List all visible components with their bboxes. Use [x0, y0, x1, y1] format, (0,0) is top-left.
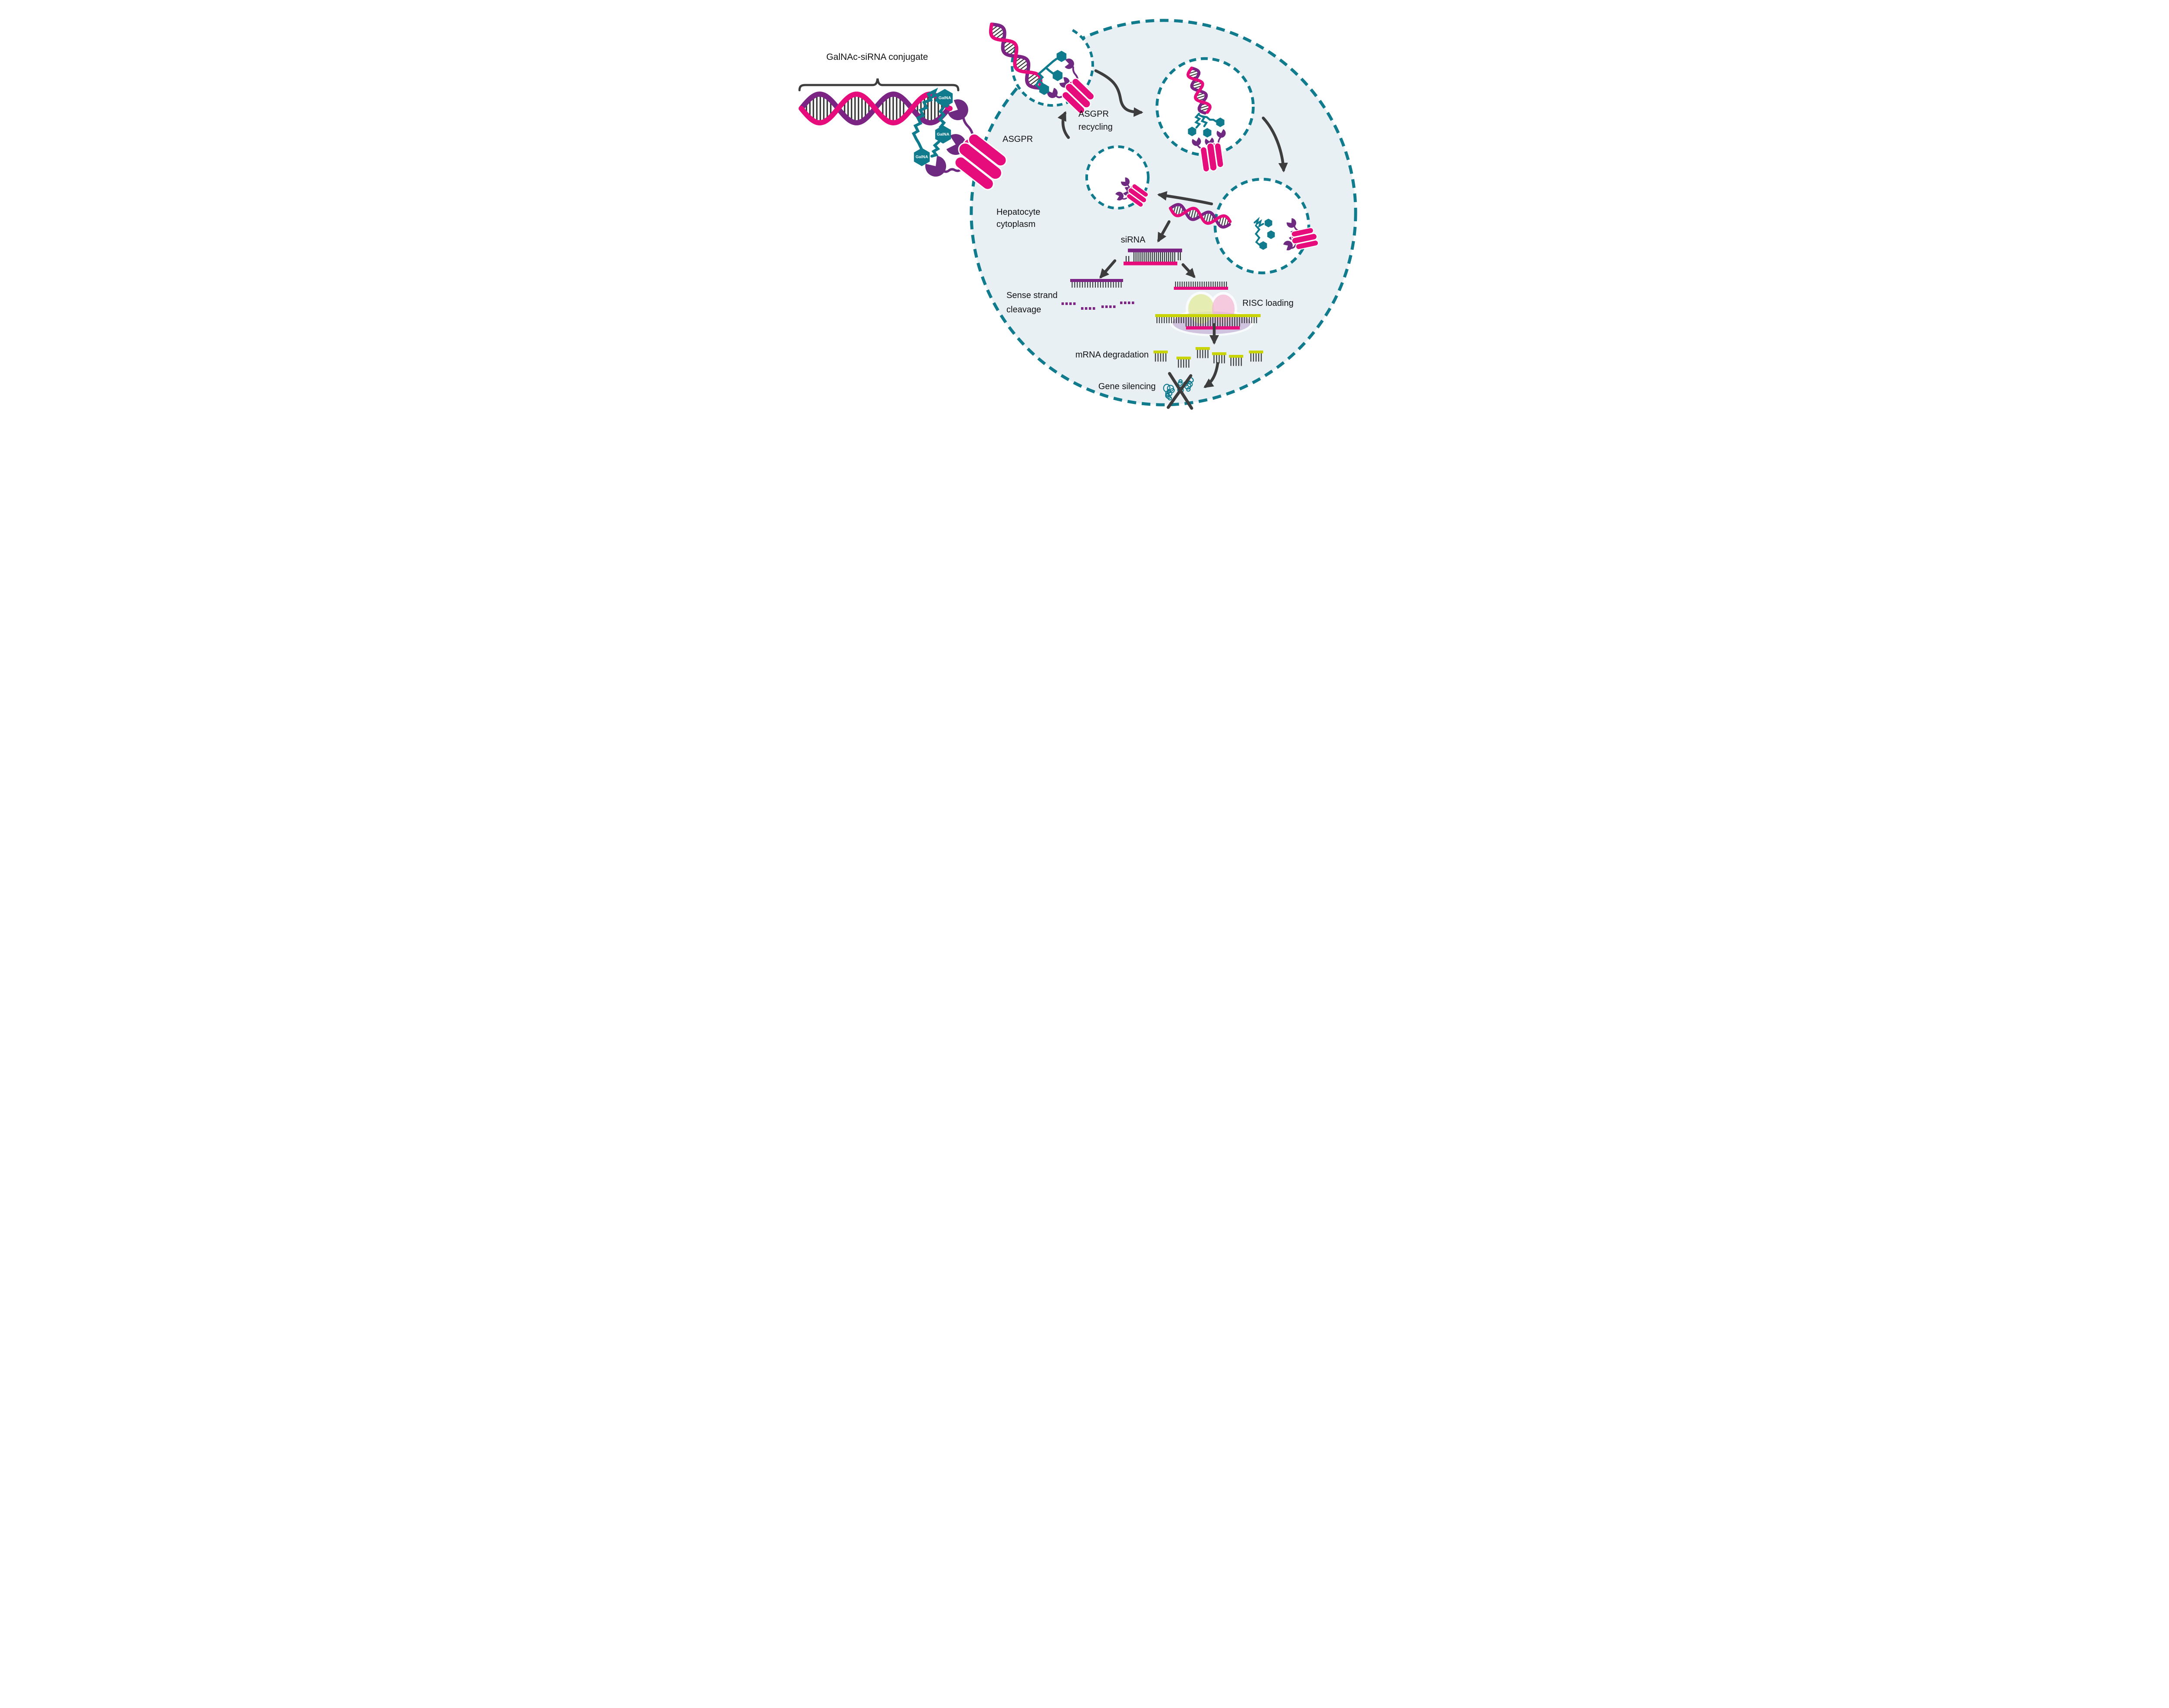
diagram-canvas: GalNAc-siRNA conjugate GalNA GalNA GalNA… [792, 0, 1377, 427]
gene-silencing-crossed-mrna-icon [1163, 372, 1194, 410]
risc-complex-icon [1155, 292, 1261, 336]
sense-cleavage-label-line1: Sense strand [1006, 291, 1058, 300]
galnac-hexagon-label: GalNA [937, 132, 950, 137]
dissociated-components-icon [1254, 216, 1319, 251]
hepatocyte-cell-membrane [970, 19, 1357, 407]
antisense-strand-icon [1174, 282, 1228, 290]
sense-fragments-icon [1062, 302, 1134, 310]
sense-cleavage-label-line2: cleavage [1006, 305, 1042, 315]
conjugate-title: GalNAc-siRNA conjugate [826, 52, 928, 62]
sirna-label: siRNA [1121, 235, 1146, 245]
endosome-conjugate-icon [1186, 66, 1226, 173]
recycling-receptor-icon [1115, 177, 1149, 208]
late-endosome [1213, 177, 1311, 275]
pathway-diagram [798, 19, 1357, 410]
galnac-hexagon-label: GalNA [915, 154, 928, 160]
sirna-duplex-icon [1124, 249, 1182, 266]
asgpr-recycling-label-line2: recycling [1078, 122, 1113, 132]
mrna-degradation-label: mRNA degradation [1075, 350, 1149, 360]
sense-strand-icon [1070, 279, 1123, 288]
asgpr-label: ASGPR [1003, 134, 1033, 144]
galnac-hexagon-label: GalNA [938, 95, 951, 101]
pocket-conjugate-icon [989, 23, 1095, 115]
galnac-sirna-conjugate-icon [799, 88, 1007, 190]
flow-arrows [1057, 69, 1288, 388]
hepatocyte-label-line2: cytoplasm [996, 220, 1036, 229]
gene-silencing-label: Gene silencing [1098, 382, 1156, 391]
bracket [798, 78, 960, 92]
mrna-fragments-icon [1153, 347, 1263, 368]
risc-loading-label: RISC loading [1242, 298, 1294, 308]
sirna-helix-cytoplasm-icon [1169, 203, 1232, 229]
asgpr-recycling-label-line1: ASGPR [1078, 109, 1109, 119]
hepatocyte-label-line1: Hepatocyte [996, 207, 1041, 217]
